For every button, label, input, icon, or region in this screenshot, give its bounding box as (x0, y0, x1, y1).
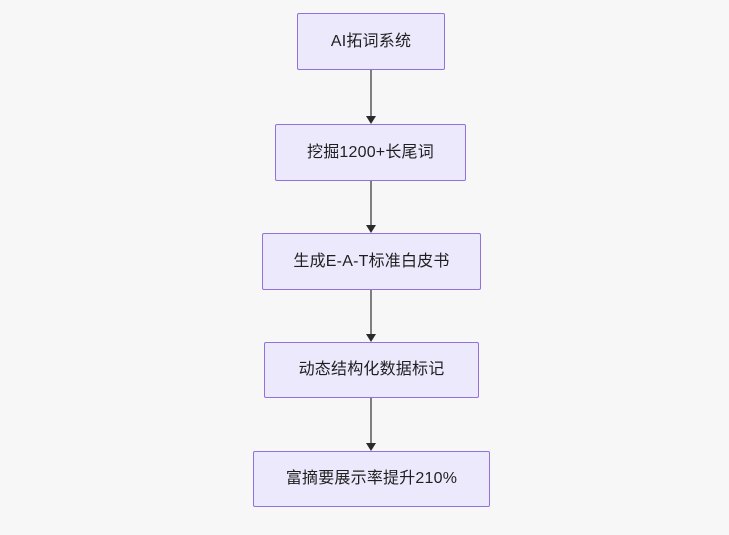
flow-node-structured-data-markup[interactable]: 动态结构化数据标记 (264, 342, 479, 398)
flow-node-ai-keyword-system[interactable]: AI拓词系统 (297, 13, 445, 70)
connector-line (369, 290, 373, 334)
arrowhead-icon (365, 116, 376, 124)
connector-line (369, 70, 373, 116)
flow-node-rich-snippet-uplift[interactable]: 富摘要展示率提升210% (253, 451, 490, 507)
flow-node-eat-whitepaper[interactable]: 生成E-A-T标准白皮书 (262, 233, 481, 290)
connector-line (369, 398, 373, 443)
arrowhead-icon (365, 334, 376, 342)
flow-node-label: AI拓词系统 (330, 32, 412, 50)
connector-line (369, 181, 373, 225)
flow-node-label: 生成E-A-T标准白皮书 (293, 252, 450, 270)
flow-node-label: 富摘要展示率提升210% (285, 470, 458, 488)
arrowhead-icon (365, 225, 376, 233)
arrowhead-icon (365, 443, 376, 451)
flow-node-label: 挖掘1200+长尾词 (307, 143, 434, 161)
flow-node-longtail-keywords[interactable]: 挖掘1200+长尾词 (275, 124, 466, 181)
flow-node-label: 动态结构化数据标记 (298, 361, 445, 379)
